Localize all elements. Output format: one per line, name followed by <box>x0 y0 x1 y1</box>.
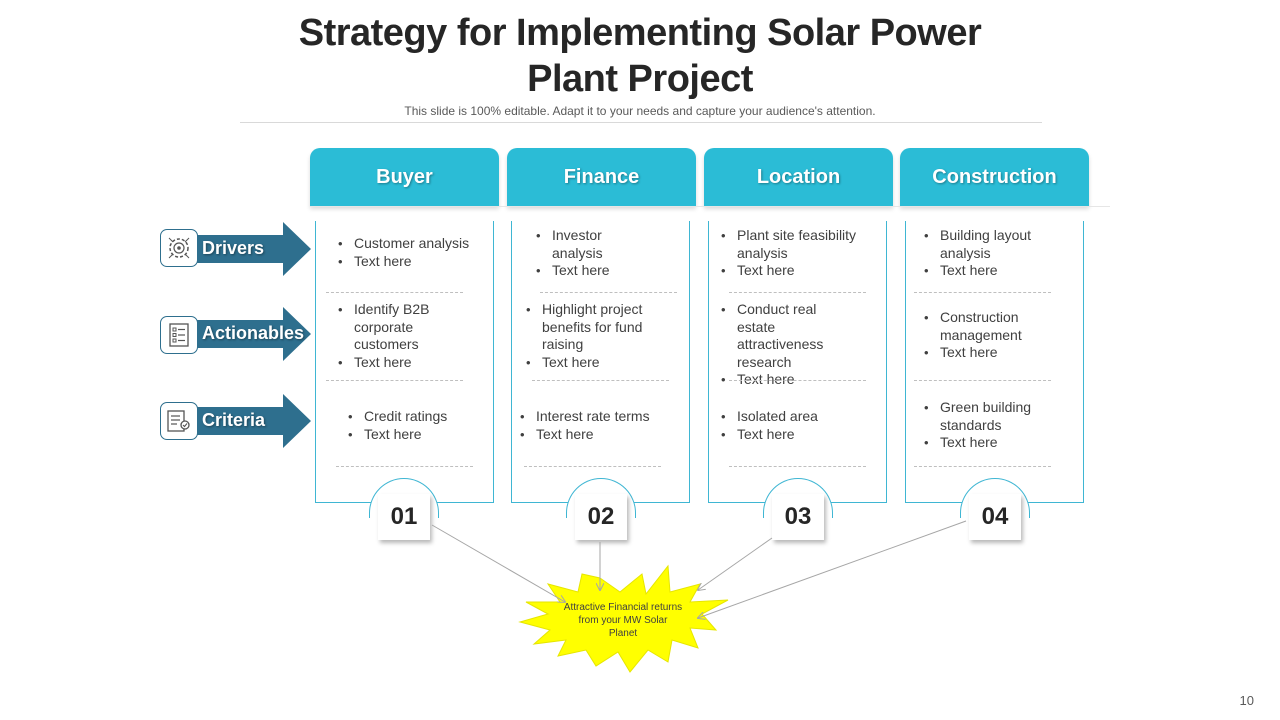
list-item: Text here <box>717 426 882 444</box>
row-divider <box>914 292 1051 293</box>
card-construction: Building layout analysis Text here Const… <box>905 221 1084 503</box>
column-header-finance: Finance <box>507 148 696 206</box>
cell-buyer-criteria: Credit ratings Text here <box>344 408 484 443</box>
row-label-criteria: Criteria <box>202 410 266 430</box>
number-badge-04: 04 <box>969 494 1021 540</box>
list-item: Isolated area <box>717 408 882 426</box>
connector-line-03 <box>698 537 773 590</box>
burst-text: Attractive Financial returns from your M… <box>563 602 683 639</box>
list-item: Plant site feasibility analysis <box>717 227 882 262</box>
actionables-arrow <box>195 307 311 361</box>
connector-line-04 <box>698 520 967 618</box>
row-divider <box>336 466 473 467</box>
list-item: Highlight project benefits for fund rais… <box>522 301 652 354</box>
cell-finance-actionables: Highlight project benefits for fund rais… <box>522 301 652 371</box>
list-item: Text here <box>920 262 1040 280</box>
checklist-icon <box>160 316 198 354</box>
list-item: Text here <box>717 262 882 280</box>
cell-buyer-actionables: Identify B2B corporate customers Text he… <box>334 301 464 371</box>
title-divider <box>240 122 1042 123</box>
cell-location-drivers: Plant site feasibility analysis Text her… <box>717 227 882 280</box>
list-item: Text here <box>920 344 1050 362</box>
row-divider <box>729 466 866 467</box>
row-divider <box>914 380 1051 381</box>
target-gear-icon <box>160 229 198 267</box>
card-location: Plant site feasibility analysis Text her… <box>708 221 887 503</box>
cell-location-actionables: Conduct real estate attractiveness resea… <box>717 301 857 389</box>
list-item: Investor analysis <box>532 227 612 262</box>
number-badge-01: 01 <box>378 494 430 540</box>
card-buyer: Customer analysis Text here Identify B2B… <box>315 221 494 503</box>
cell-finance-drivers: Investor analysis Text here <box>532 227 612 280</box>
list-item: Credit ratings <box>344 408 484 426</box>
page-number: 10 <box>1239 693 1254 708</box>
row-divider <box>532 380 669 381</box>
slide-subtitle: This slide is 100% editable. Adapt it to… <box>404 104 876 118</box>
row-divider <box>326 292 463 293</box>
list-item: Text here <box>717 371 857 389</box>
row-label-actionables: Actionables <box>202 323 305 343</box>
number-badge-02: 02 <box>575 494 627 540</box>
row-divider <box>524 466 661 467</box>
list-item: Text here <box>344 426 484 444</box>
list-item: Interest rate terms <box>516 408 681 426</box>
list-item: Green building standards <box>920 399 1040 434</box>
list-item: Building layout analysis <box>920 227 1040 262</box>
connector-line-01 <box>431 524 565 602</box>
card-finance: Investor analysis Text here Highlight pr… <box>511 221 690 503</box>
row-divider <box>729 292 866 293</box>
row-label-drivers: Drivers <box>202 238 265 258</box>
list-item: Conduct real estate attractiveness resea… <box>717 301 857 371</box>
criteria-arrow <box>195 394 311 448</box>
list-item: Text here <box>532 262 612 280</box>
criteria-list-icon <box>160 402 198 440</box>
cell-location-criteria: Isolated area Text here <box>717 408 882 443</box>
cell-construction-criteria: Green building standards Text here <box>920 399 1040 452</box>
header-divider <box>310 206 1110 207</box>
drivers-arrow <box>195 222 311 276</box>
cell-construction-actionables: Construction management Text here <box>920 309 1050 362</box>
list-item: Customer analysis <box>334 235 489 253</box>
slide-title: Strategy for Implementing Solar Power Pl… <box>240 10 1040 102</box>
row-divider <box>914 466 1051 467</box>
cell-buyer-drivers: Customer analysis Text here <box>334 235 489 270</box>
number-badge-03: 03 <box>772 494 824 540</box>
list-item: Text here <box>920 434 1040 452</box>
list-item: Text here <box>334 354 464 372</box>
title-line-2: Plant Project <box>527 58 753 100</box>
row-divider <box>326 380 463 381</box>
list-item: Text here <box>522 354 652 372</box>
list-item: Text here <box>516 426 681 444</box>
title-line-1: Strategy for Implementing Solar Power <box>298 12 982 54</box>
starburst-shape <box>518 564 729 673</box>
cell-construction-drivers: Building layout analysis Text here <box>920 227 1040 280</box>
cell-finance-criteria: Interest rate terms Text here <box>516 408 681 443</box>
column-header-buyer: Buyer <box>310 148 499 206</box>
row-divider <box>540 292 677 293</box>
list-item: Text here <box>334 253 489 271</box>
column-header-construction: Construction <box>900 148 1089 206</box>
column-header-location: Location <box>704 148 893 206</box>
list-item: Identify B2B corporate customers <box>334 301 464 354</box>
list-item: Construction management <box>920 309 1050 344</box>
row-divider <box>729 380 866 381</box>
